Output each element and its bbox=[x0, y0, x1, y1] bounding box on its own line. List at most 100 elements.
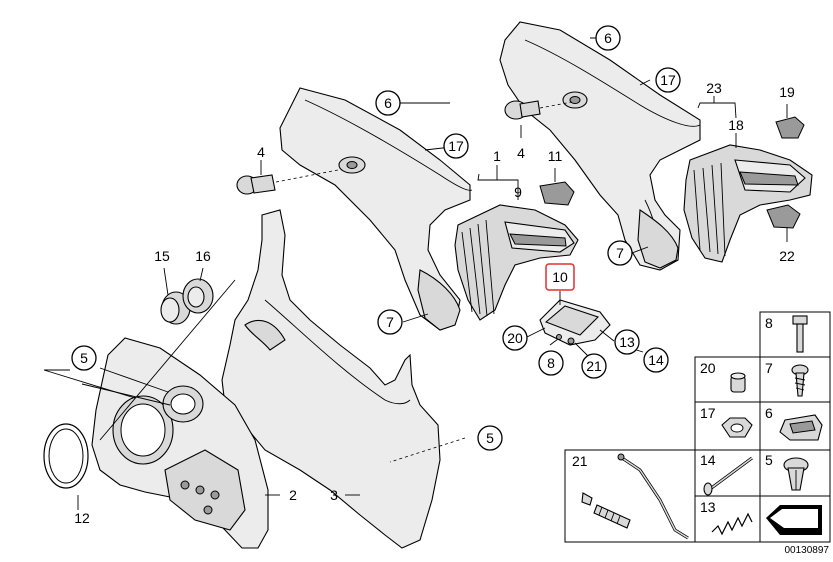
callout-1: 1 bbox=[493, 148, 501, 164]
svg-text:13: 13 bbox=[700, 499, 716, 515]
legend-cell-8: 8 bbox=[765, 315, 808, 353]
callout-13: 13 bbox=[614, 329, 640, 355]
drawing-number: 00130897 bbox=[785, 545, 830, 556]
trim-cap-22 bbox=[766, 204, 801, 229]
svg-text:17: 17 bbox=[448, 138, 464, 154]
legend-cell-7: 7 bbox=[765, 360, 809, 397]
svg-text:17: 17 bbox=[660, 72, 676, 88]
callout-9: 9 bbox=[514, 184, 522, 200]
svg-text:18: 18 bbox=[728, 117, 744, 133]
grommet-16 bbox=[182, 278, 214, 314]
nut-icon bbox=[721, 417, 753, 438]
legend-cell-17: 17 bbox=[700, 405, 753, 438]
screw-icon bbox=[791, 364, 809, 397]
callout-17-left: 17 bbox=[443, 133, 469, 159]
push-clip-4-right bbox=[504, 100, 573, 120]
svg-text:7: 7 bbox=[765, 360, 773, 376]
callout-19: 19 bbox=[779, 84, 795, 100]
svg-text:8: 8 bbox=[547, 355, 555, 371]
push-clip-4-left bbox=[236, 169, 339, 195]
callout-12: 12 bbox=[74, 510, 90, 526]
expanding-rivet-icon bbox=[783, 457, 809, 491]
leader-lines bbox=[43, 37, 788, 510]
air-duct-left bbox=[454, 204, 579, 321]
callout-8: 8 bbox=[538, 350, 564, 376]
svg-text:9: 9 bbox=[514, 184, 522, 200]
svg-text:8: 8 bbox=[765, 315, 773, 331]
callout-15: 15 bbox=[154, 248, 170, 264]
legend-cell-6: 6 bbox=[765, 405, 823, 441]
fastener-legend: 8 20 7 17 bbox=[564, 311, 831, 556]
svg-text:3: 3 bbox=[330, 487, 338, 503]
callout-6-right: 6 bbox=[595, 25, 621, 51]
svg-text:11: 11 bbox=[548, 148, 563, 164]
callout-5-right: 5 bbox=[477, 425, 503, 451]
callout-17-right: 17 bbox=[655, 67, 681, 93]
svg-text:15: 15 bbox=[154, 248, 170, 264]
svg-text:6: 6 bbox=[765, 405, 773, 421]
side-trim-panel-3 bbox=[221, 209, 441, 549]
callout-5-left: 5 bbox=[71, 345, 97, 371]
svg-text:21: 21 bbox=[586, 358, 602, 374]
svg-text:12: 12 bbox=[74, 510, 90, 526]
svg-text:5: 5 bbox=[486, 430, 494, 446]
svg-text:6: 6 bbox=[384, 95, 392, 111]
legend-cell-5: 5 bbox=[765, 452, 809, 491]
callout-22: 22 bbox=[779, 248, 795, 264]
callout-7-mid: 7 bbox=[377, 309, 403, 335]
clip-icon bbox=[779, 414, 823, 441]
svg-text:5: 5 bbox=[765, 452, 773, 468]
speaker-ring-12 bbox=[43, 423, 89, 489]
cap-icon bbox=[730, 372, 746, 393]
svg-text:19: 19 bbox=[779, 84, 795, 100]
trim-cap-11 bbox=[539, 181, 575, 206]
legend-cell-21: 21 bbox=[572, 453, 689, 540]
svg-text:7: 7 bbox=[386, 314, 394, 330]
svg-text:4: 4 bbox=[517, 145, 525, 161]
callout-2: 2 bbox=[289, 487, 297, 503]
callout-10-selected[interactable]: 10 bbox=[545, 263, 575, 291]
callout-4-right: 4 bbox=[517, 145, 525, 161]
bolt-icon bbox=[792, 315, 808, 353]
svg-text:7: 7 bbox=[616, 245, 624, 261]
cover-plate-10 bbox=[539, 299, 611, 346]
instrument-panel-2 bbox=[91, 337, 269, 549]
svg-text:17: 17 bbox=[700, 405, 716, 421]
shim-icon bbox=[766, 505, 822, 535]
svg-text:20: 20 bbox=[700, 360, 716, 376]
callout-23: 23 bbox=[706, 80, 722, 96]
callout-3: 3 bbox=[330, 487, 338, 503]
svg-text:20: 20 bbox=[507, 330, 523, 346]
upper-trim-panel-left bbox=[279, 87, 473, 331]
svg-text:16: 16 bbox=[195, 248, 211, 264]
svg-text:21: 21 bbox=[572, 453, 588, 469]
legend-cell-13: 13 bbox=[700, 499, 753, 536]
legend-cell-shim bbox=[766, 505, 822, 535]
svg-text:1: 1 bbox=[493, 148, 501, 164]
trim-cap-19 bbox=[775, 116, 805, 139]
legend-cell-14: 14 bbox=[700, 452, 753, 496]
svg-text:23: 23 bbox=[706, 80, 722, 96]
spring-icon bbox=[711, 512, 753, 536]
callout-16: 16 bbox=[195, 248, 211, 264]
pin-icon bbox=[703, 456, 753, 496]
svg-text:2: 2 bbox=[289, 487, 297, 503]
cable-icon bbox=[581, 453, 689, 540]
callout-21: 21 bbox=[581, 353, 607, 379]
upper-trim-panel-right bbox=[499, 21, 701, 271]
svg-text:14: 14 bbox=[648, 352, 664, 368]
svg-text:6: 6 bbox=[604, 30, 612, 46]
svg-text:5: 5 bbox=[80, 350, 88, 366]
callout-11: 11 bbox=[548, 148, 563, 164]
callout-7-right: 7 bbox=[607, 240, 633, 266]
callout-6-left: 6 bbox=[375, 90, 401, 116]
svg-text:10: 10 bbox=[552, 269, 568, 285]
svg-text:13: 13 bbox=[619, 334, 635, 350]
callout-14: 14 bbox=[643, 347, 669, 373]
svg-text:22: 22 bbox=[779, 248, 795, 264]
callout-18: 18 bbox=[728, 117, 744, 133]
callout-20: 20 bbox=[502, 325, 528, 351]
legend-cell-20: 20 bbox=[700, 360, 746, 393]
svg-text:4: 4 bbox=[257, 144, 265, 160]
